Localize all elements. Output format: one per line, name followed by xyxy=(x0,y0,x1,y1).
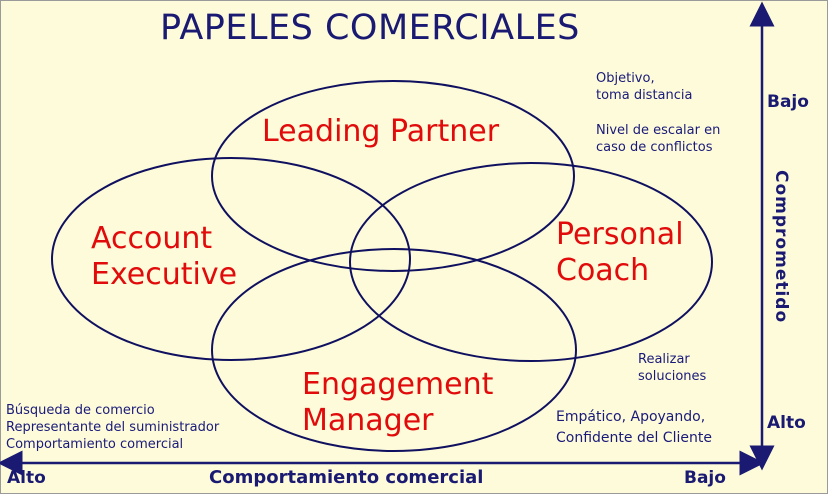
note-busqueda: Búsqueda de comercio Representante del s… xyxy=(6,402,219,453)
vertical-axis-bottom-label: Alto xyxy=(767,413,806,433)
note-nivel-escalar: Nivel de escalar en caso de conflictos xyxy=(596,122,720,156)
note-realizar-line-1: Realizar xyxy=(638,352,690,367)
note-objetivo-line-1: Objetivo, xyxy=(596,71,655,86)
note-objetivo: Objetivo, toma distancia xyxy=(596,70,692,104)
role-engagement-manager: Engagement Manager xyxy=(302,367,493,439)
role-account-executive: Account Executive xyxy=(91,221,237,293)
note-nivel-line-1: Nivel de escalar en xyxy=(596,123,721,138)
role-account-executive-line-2: Executive xyxy=(91,257,238,292)
vertical-axis-top-label: Bajo xyxy=(767,92,809,112)
note-empatico-line-2: Confidente del Cliente xyxy=(556,430,712,446)
role-leading-partner-label: Leading Partner xyxy=(262,114,500,149)
role-personal-coach-line-1: Personal xyxy=(556,217,684,252)
ellipse-account-executive xyxy=(51,157,411,361)
role-personal-coach: Personal Coach xyxy=(556,217,684,289)
role-personal-coach-line-2: Coach xyxy=(556,253,650,288)
note-realizar-soluciones: Realizar soluciones xyxy=(638,351,706,385)
note-objetivo-line-2: toma distancia xyxy=(596,88,693,103)
page-title: PAPELES COMERCIALES xyxy=(160,8,580,48)
role-leading-partner: Leading Partner xyxy=(262,114,499,150)
vertical-axis-title: Comprometido xyxy=(771,170,791,324)
note-busqueda-line-2: Representante del suministrador xyxy=(6,420,220,435)
role-engagement-manager-line-2: Manager xyxy=(302,403,434,438)
ellipse-leading-partner xyxy=(211,80,575,272)
role-account-executive-line-1: Account xyxy=(91,221,213,256)
horizontal-axis-right-label: Bajo xyxy=(684,468,726,488)
note-busqueda-line-3: Comportamiento comercial xyxy=(6,437,184,452)
horizontal-axis-left-label: Alto xyxy=(7,468,46,488)
note-busqueda-line-1: Búsqueda de comercio xyxy=(6,403,155,418)
note-empatico-line-1: Empático, Apoyando, xyxy=(556,409,706,425)
horizontal-axis-title: Comportamiento comercial xyxy=(209,467,484,488)
ellipse-personal-coach xyxy=(349,162,713,362)
note-empatico: Empático, Apoyando, Confidente del Clien… xyxy=(556,407,712,449)
note-nivel-line-2: caso de conflictos xyxy=(596,140,713,155)
role-engagement-manager-line-1: Engagement xyxy=(302,367,494,402)
note-realizar-line-2: soluciones xyxy=(638,369,707,384)
